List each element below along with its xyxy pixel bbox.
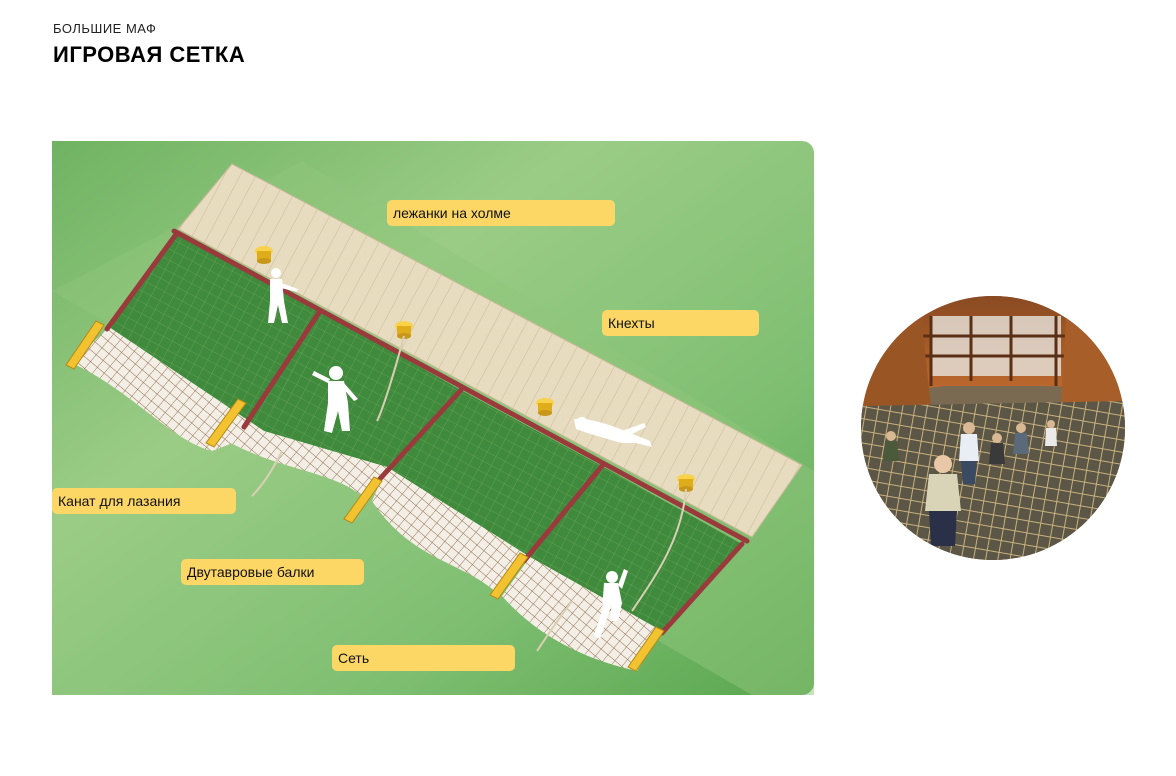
beam-feet xyxy=(65,320,665,672)
net-panel-2 xyxy=(264,311,461,467)
reference-photo xyxy=(861,296,1125,560)
sag-net-3 xyxy=(372,467,530,593)
label-i-beams: Двутавровые балки xyxy=(181,559,364,585)
label-net: Сеть xyxy=(332,645,515,671)
label-hill-loungers: лежанки на холме xyxy=(387,200,615,226)
i-beams xyxy=(104,228,750,636)
sag-net-2 xyxy=(227,431,387,496)
sag-net-4 xyxy=(502,557,662,671)
play-net-illustration: лежанки на холме Кнехты Канат для лазани… xyxy=(52,141,814,695)
net-panel-4 xyxy=(530,466,742,631)
label-bollards: Кнехты xyxy=(602,310,759,336)
page-title: ИГРОВАЯ СЕТКА xyxy=(53,42,246,67)
climbing-ropes xyxy=(251,335,687,652)
people-silhouettes xyxy=(268,268,652,639)
net-panel-3 xyxy=(387,390,602,557)
section-kicker: БОЛЬШИЕ МАФ xyxy=(53,21,157,36)
label-climbing-rope: Канат для лазания xyxy=(52,488,236,514)
sag-net-1 xyxy=(72,327,264,451)
bollards xyxy=(255,246,695,492)
